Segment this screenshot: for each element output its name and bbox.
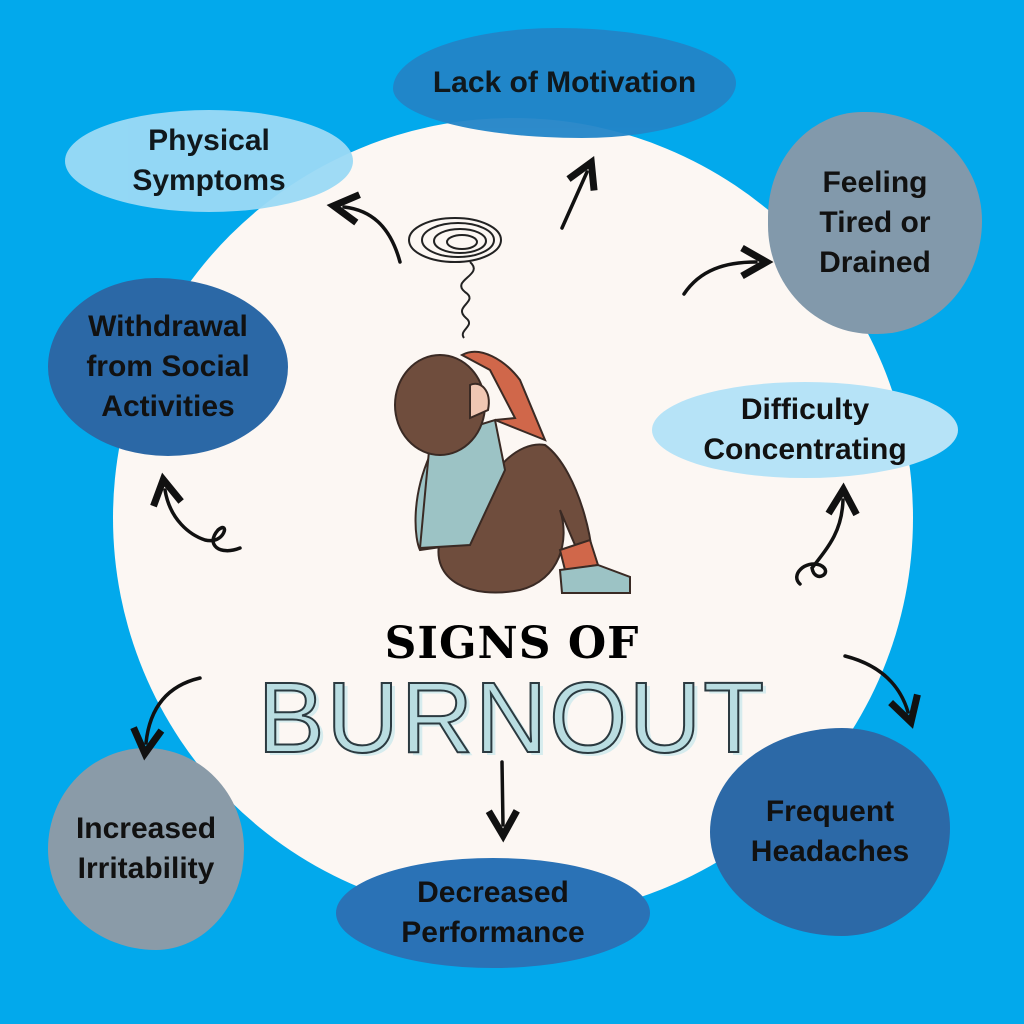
sign-withdrawal: Withdrawal from Social Activities — [48, 278, 288, 456]
sign-label: Feeling Tired or Drained — [819, 166, 931, 279]
arrow-icon — [165, 490, 242, 553]
sign-label: Decreased Performance — [401, 876, 585, 949]
arrow-icon — [682, 262, 756, 296]
sign-label: Physical Symptoms — [132, 124, 286, 197]
title-signs-of: SIGNS OF — [384, 618, 640, 669]
arrow-icon — [843, 654, 908, 712]
arrow-icon — [560, 172, 587, 230]
sign-decreased-performance: Decreased Performance — [336, 858, 650, 968]
sign-label: Increased Irritability — [75, 812, 217, 885]
sign-label: Difficulty Concentrating — [703, 393, 907, 466]
arrow-icon — [502, 760, 503, 825]
arrow-icon — [146, 676, 202, 743]
sign-physical-symptoms: Physical Symptoms — [65, 110, 353, 212]
sign-label: Frequent Headaches — [750, 795, 910, 868]
arrow-icon — [344, 207, 402, 264]
sign-feeling-tired: Feeling Tired or Drained — [768, 112, 982, 334]
arrow-icon — [795, 500, 843, 586]
sign-label: Withdrawal from Social Activities — [86, 310, 250, 423]
sign-increased-irritability: Increased Irritability — [48, 748, 244, 950]
sign-frequent-headaches: Frequent Headaches — [710, 728, 950, 936]
scribble-icon — [408, 217, 502, 339]
sign-difficulty-concentrating: Difficulty Concentrating — [652, 382, 958, 478]
sign-label: Lack of Motivation — [432, 66, 697, 99]
title-burnout: BURNOUT — [257, 662, 767, 774]
sign-lack-of-motivation: Lack of Motivation — [393, 28, 736, 138]
person-illustration — [394, 350, 631, 594]
